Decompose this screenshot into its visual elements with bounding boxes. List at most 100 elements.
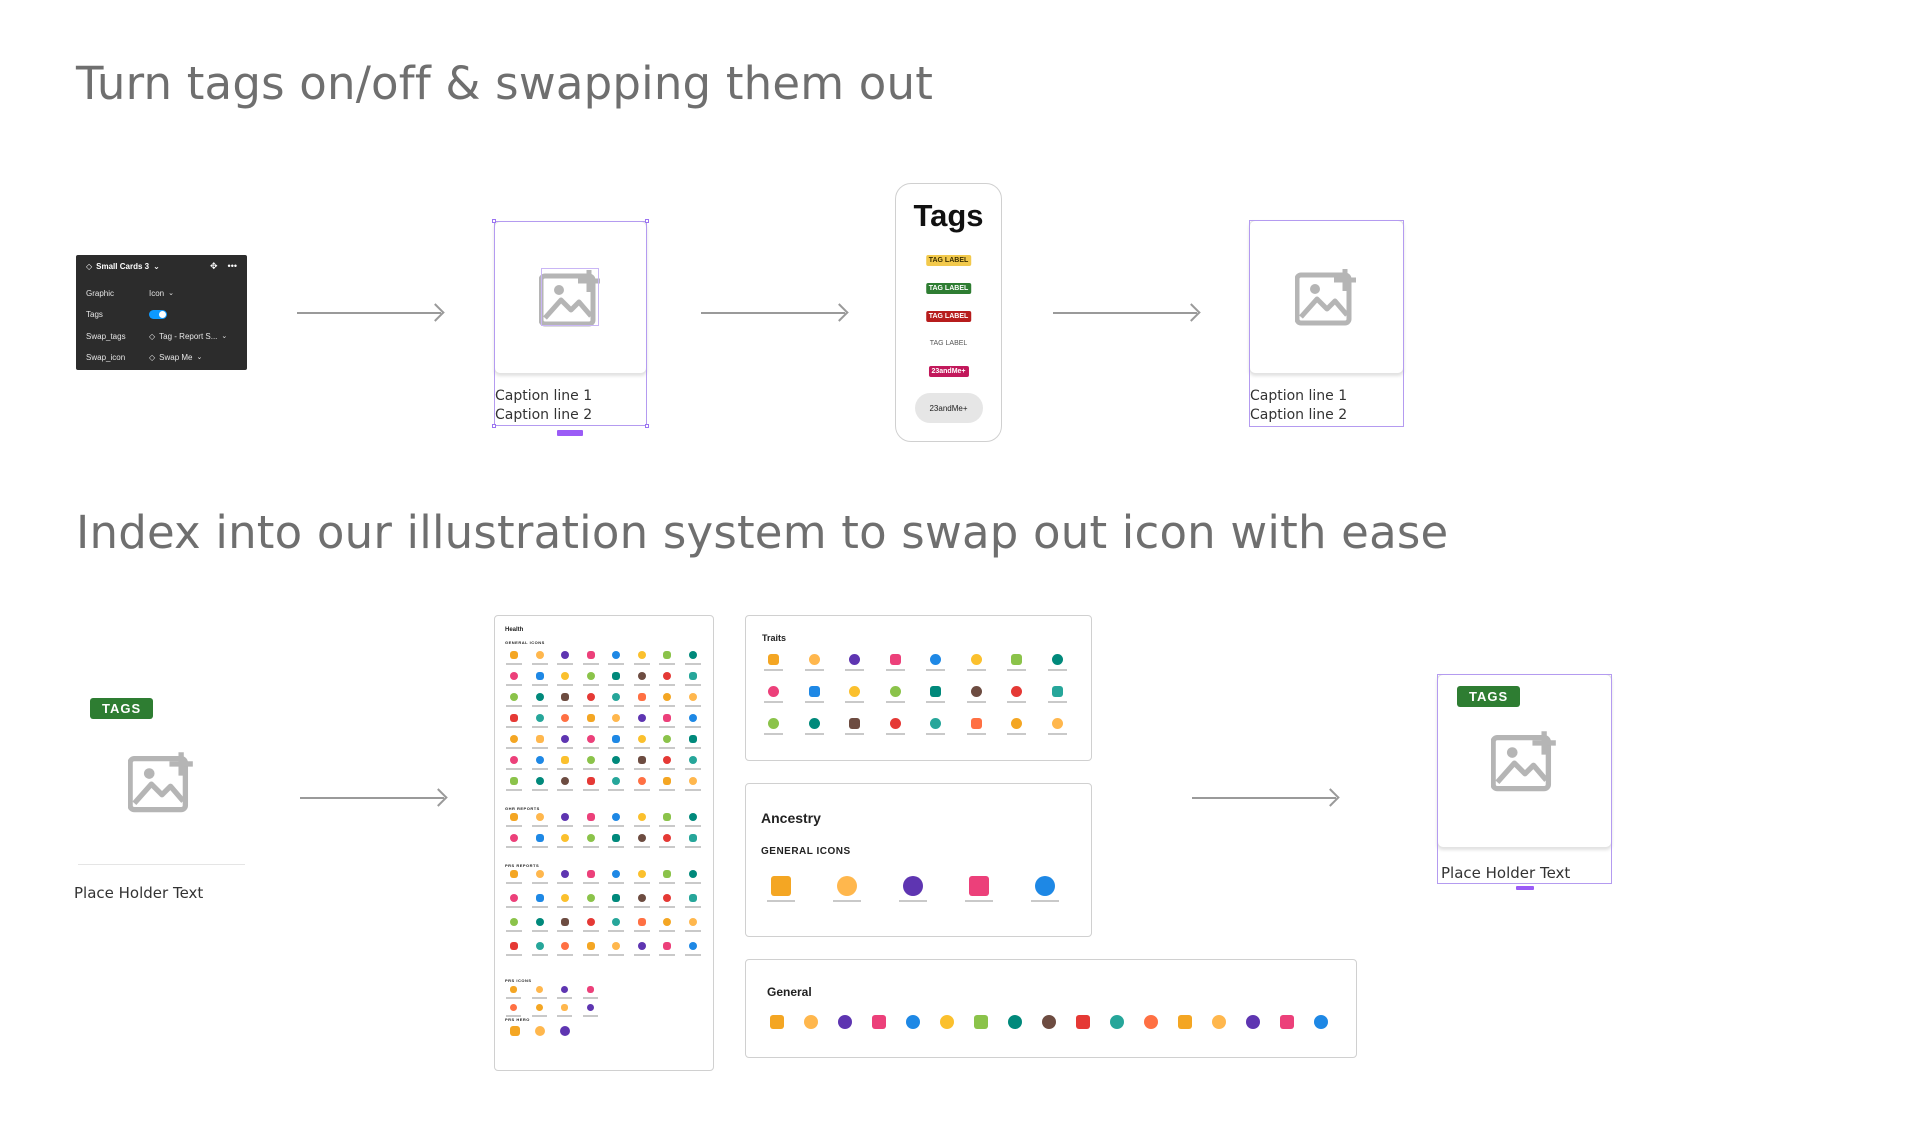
health-illustration-icon[interactable] bbox=[561, 651, 569, 659]
health-illustration-icon[interactable] bbox=[586, 672, 595, 680]
general-illustration-icon[interactable] bbox=[1076, 1015, 1090, 1029]
general-illustration-icon[interactable] bbox=[1042, 1015, 1056, 1029]
traits-illustration-icon[interactable] bbox=[970, 718, 982, 729]
health-illustration-icon[interactable] bbox=[688, 756, 697, 764]
health-illustration-icon[interactable] bbox=[612, 672, 620, 680]
health-illustration-icon[interactable] bbox=[637, 756, 646, 764]
traits-illustration-icon[interactable] bbox=[849, 718, 860, 729]
prs-icon[interactable] bbox=[586, 1004, 594, 1011]
ghr-report-icon[interactable] bbox=[637, 813, 646, 821]
health-illustration-icon[interactable] bbox=[510, 714, 518, 722]
prs-report-icon[interactable] bbox=[510, 894, 518, 902]
prs-hero-icon[interactable] bbox=[560, 1026, 570, 1036]
ghr-report-icon[interactable] bbox=[561, 813, 569, 821]
health-illustration-icon[interactable] bbox=[612, 693, 620, 701]
prs-hero-icon[interactable] bbox=[535, 1026, 545, 1036]
prs-report-icon[interactable] bbox=[637, 942, 646, 950]
health-illustration-icon[interactable] bbox=[561, 693, 569, 701]
health-illustration-icon[interactable] bbox=[510, 735, 518, 743]
health-illustration-icon[interactable] bbox=[663, 693, 671, 701]
prs-report-icon[interactable] bbox=[561, 894, 569, 902]
prs-report-icon[interactable] bbox=[535, 894, 544, 902]
health-illustration-icon[interactable] bbox=[561, 672, 569, 680]
prs-report-icon[interactable] bbox=[688, 942, 697, 950]
ancestry-illustration-icon[interactable] bbox=[903, 876, 923, 896]
health-illustration-icon[interactable] bbox=[510, 756, 518, 764]
ancestry-illustration-icon[interactable] bbox=[969, 876, 989, 896]
health-illustration-icon[interactable] bbox=[535, 735, 544, 743]
tag-chip-green[interactable]: TAG LABEL bbox=[925, 283, 972, 294]
ancestry-illustration-icon[interactable] bbox=[771, 876, 791, 896]
health-illustration-icon[interactable] bbox=[612, 735, 620, 743]
general-illustration-icon[interactable] bbox=[974, 1015, 988, 1029]
general-illustration-icon[interactable] bbox=[1178, 1015, 1192, 1029]
prs-report-icon[interactable] bbox=[510, 942, 518, 950]
prs-report-icon[interactable] bbox=[561, 918, 569, 926]
traits-illustration-icon[interactable] bbox=[930, 718, 941, 729]
health-illustration-sheet[interactable]: Health GENERAL ICONS GHR REPORTS PRS REP… bbox=[494, 615, 714, 1071]
prs-report-icon[interactable] bbox=[688, 894, 697, 902]
health-illustration-icon[interactable] bbox=[688, 693, 697, 701]
small-card-selected[interactable]: Caption line 1 Caption line 2 bbox=[494, 221, 647, 426]
health-illustration-icon[interactable] bbox=[637, 672, 646, 680]
health-illustration-icon[interactable] bbox=[612, 777, 620, 785]
health-illustration-icon[interactable] bbox=[637, 714, 646, 722]
traits-illustration-icon[interactable] bbox=[1011, 686, 1022, 697]
ghr-report-icon[interactable] bbox=[535, 834, 544, 842]
traits-illustration-icon[interactable] bbox=[970, 654, 982, 665]
instance-icon[interactable]: ✥ bbox=[210, 261, 218, 271]
more-options-icon[interactable]: ••• bbox=[227, 261, 237, 271]
health-illustration-icon[interactable] bbox=[688, 735, 697, 743]
resize-handle[interactable] bbox=[645, 424, 649, 428]
health-illustration-icon[interactable] bbox=[688, 672, 697, 680]
health-illustration-icon[interactable] bbox=[561, 714, 569, 722]
prs-report-icon[interactable] bbox=[561, 870, 569, 878]
health-illustration-icon[interactable] bbox=[586, 651, 595, 659]
prs-icon[interactable] bbox=[535, 1004, 543, 1011]
general-illustration-icon[interactable] bbox=[906, 1015, 920, 1029]
health-illustration-icon[interactable] bbox=[535, 693, 544, 701]
prs-report-icon[interactable] bbox=[510, 918, 518, 926]
prs-icon[interactable] bbox=[586, 986, 594, 993]
resize-handle[interactable] bbox=[645, 219, 649, 223]
traits-illustration-icon[interactable] bbox=[1011, 654, 1022, 665]
tags-toggle[interactable] bbox=[149, 309, 167, 319]
general-illustration-icon[interactable] bbox=[804, 1015, 818, 1029]
prs-report-icon[interactable] bbox=[535, 942, 544, 950]
chevron-down-icon[interactable]: ⌄ bbox=[153, 262, 160, 271]
traits-illustration-icon[interactable] bbox=[889, 718, 901, 729]
prs-report-icon[interactable] bbox=[637, 894, 646, 902]
general-illustration-icon[interactable] bbox=[838, 1015, 852, 1029]
health-illustration-icon[interactable] bbox=[663, 672, 671, 680]
tagged-card-result[interactable]: TAGS Place Holder Text bbox=[1437, 674, 1612, 889]
prs-icon[interactable] bbox=[510, 986, 517, 993]
ghr-report-icon[interactable] bbox=[688, 834, 697, 842]
resize-handle[interactable] bbox=[492, 424, 496, 428]
ghr-report-icon[interactable] bbox=[663, 813, 671, 821]
health-illustration-icon[interactable] bbox=[688, 714, 697, 722]
prs-report-icon[interactable] bbox=[586, 894, 595, 902]
ghr-report-icon[interactable] bbox=[510, 834, 518, 842]
health-illustration-icon[interactable] bbox=[663, 651, 671, 659]
prs-hero-icon[interactable] bbox=[510, 1026, 520, 1036]
prs-report-icon[interactable] bbox=[688, 918, 697, 926]
graphic-select[interactable]: Icon⌄ bbox=[149, 289, 174, 298]
ghr-report-icon[interactable] bbox=[612, 834, 620, 842]
ghr-report-icon[interactable] bbox=[663, 834, 671, 842]
ghr-report-icon[interactable] bbox=[586, 813, 595, 821]
health-illustration-icon[interactable] bbox=[586, 777, 595, 785]
prs-report-icon[interactable] bbox=[663, 894, 671, 902]
health-illustration-icon[interactable] bbox=[612, 714, 620, 722]
health-illustration-icon[interactable] bbox=[663, 756, 671, 764]
health-illustration-icon[interactable] bbox=[586, 735, 595, 743]
health-illustration-icon[interactable] bbox=[586, 693, 595, 701]
traits-illustration-icon[interactable] bbox=[1051, 654, 1063, 665]
ghr-report-icon[interactable] bbox=[637, 834, 646, 842]
traits-illustration-icon[interactable] bbox=[808, 718, 820, 729]
traits-illustration-icon[interactable] bbox=[768, 686, 779, 697]
health-illustration-icon[interactable] bbox=[510, 777, 518, 785]
traits-illustration-icon[interactable] bbox=[768, 718, 779, 729]
traits-illustration-icon[interactable] bbox=[970, 686, 982, 697]
health-illustration-icon[interactable] bbox=[535, 777, 544, 785]
health-illustration-icon[interactable] bbox=[663, 735, 671, 743]
